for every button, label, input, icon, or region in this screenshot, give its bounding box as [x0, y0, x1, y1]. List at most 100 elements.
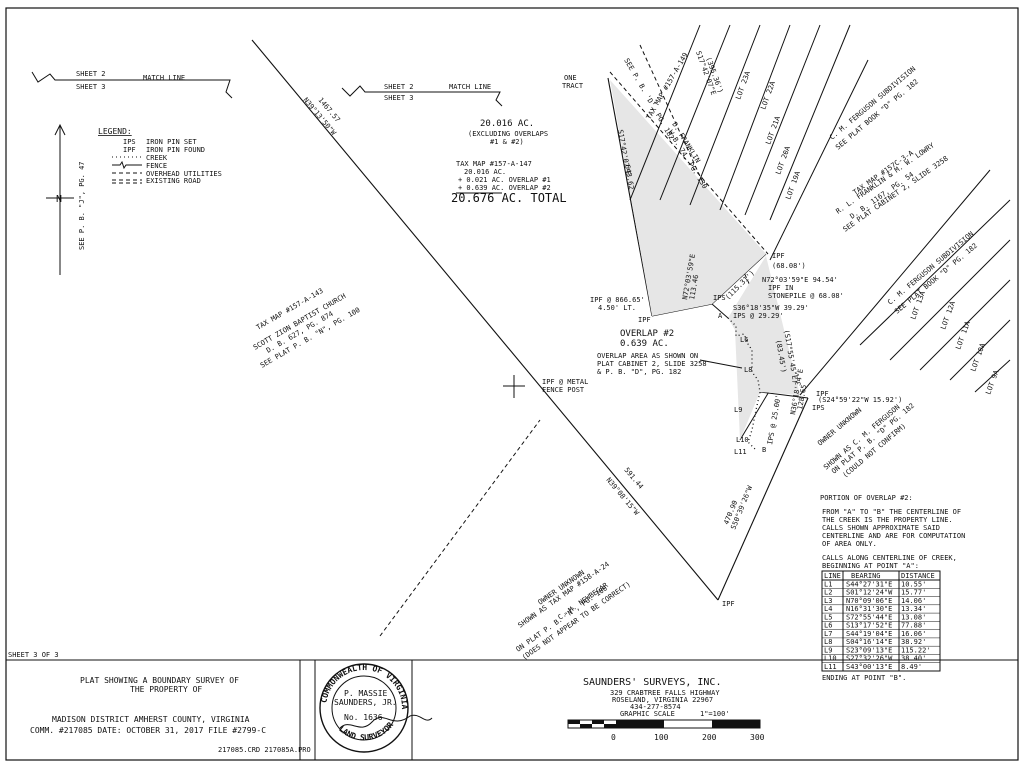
owner-unknown-2-note: (DOES NOT APPEAR TO BE CORRECT)	[521, 580, 633, 661]
overlap-note-3: & P. B. "D", PG. 182	[597, 368, 681, 376]
legend-desc-fence: FENCE	[146, 162, 167, 170]
svg-text:L8: L8	[744, 366, 752, 374]
legend-desc-creek: CREEK	[146, 154, 168, 162]
acreage-block: 20.016 AC. (EXCLUDING OVERLAPS #1 & #2) …	[451, 119, 567, 205]
match-line-label: MATCH LINE	[449, 83, 491, 91]
point-ipf-stone-2: STONEPILE @ 68.08'	[768, 292, 844, 300]
svg-text:L11: L11	[734, 448, 747, 456]
legend-desc-ips: IRON PIN SET	[146, 138, 197, 146]
acreage-line-1: 20.016 AC.	[464, 168, 506, 176]
match-line-left: SHEET 2 MATCH LINE SHEET 3	[31, 70, 233, 99]
point-ipf-866: IPF @ 866.65'	[590, 296, 645, 304]
overlap-note-1: OVERLAP AREA AS SHOWN ON	[597, 352, 698, 360]
svg-text:LAND SURVEYOR: LAND SURVEYOR	[337, 720, 395, 742]
scale-label: GRAPHIC SCALE	[620, 710, 675, 718]
bearing-s36: S36°18'35"W 39.29'	[733, 304, 809, 312]
graphic-scale: 0 100 200 300	[567, 719, 765, 742]
legend: LEGEND: IPS IRON PIN SET IPF IRON PIN FO…	[98, 127, 222, 185]
table-cell-line: L6	[824, 622, 832, 630]
table-cell-bearing: N70°09'06"E	[846, 597, 892, 605]
table-cell-bearing: N16°31'30"E	[846, 605, 892, 613]
one-tract: ONE	[564, 74, 577, 82]
company-name: SAUNDERS' SURVEYS, INC.	[583, 677, 721, 688]
plat-district: MADISON DISTRICT AMHERST COUNTY, VIRGINI…	[52, 715, 250, 724]
company-address-2: ROSELAND, VIRGINIA 22967	[612, 696, 713, 704]
company-address-1: 329 CRABTREE FALLS HIGHWAY	[610, 689, 720, 697]
acreage-line-3: + 0.639 AC. OVERLAP #2	[458, 184, 551, 192]
table-cell-distance: 8.49'	[901, 663, 922, 671]
table-cell-distance: 38.40'	[901, 655, 926, 663]
overlap-note-2: PLAT CABINET 2, SLIDE 3258	[597, 360, 707, 368]
ferguson-sub-top-ref: SEE PLAT BOOK "D" PG. 182	[834, 78, 920, 152]
creek-calls-title: CALLS ALONG CENTERLINE OF CREEK,	[822, 554, 957, 562]
seal-name-2: SAUNDERS, JR.	[334, 698, 397, 707]
point-ips-25: IPS @ 25.00'	[766, 394, 783, 445]
surveyor-seal: COMMONWEALTH OF VIRGINIA LAND SURVEYOR P…	[319, 663, 433, 753]
point-ipf-metal-2: FENCE POST	[542, 386, 585, 394]
table-header-bearing: BEARING	[851, 572, 881, 580]
table-cell-line: L11	[824, 663, 837, 671]
bearing-s24: (S24°59'22"W 15.92')	[818, 396, 902, 404]
adjoiner-line	[379, 419, 541, 637]
lot-label: LOT 12A	[939, 299, 957, 330]
title-block: SHEET 3 OF 3 PLAT SHOWING A BOUNDARY SUR…	[6, 651, 413, 760]
creek-note-line: FROM "A" TO "B" THE CENTERLINE OF	[822, 508, 961, 516]
match-line-center: SHEET 2 MATCH LINE SHEET 3	[341, 83, 503, 107]
lot-label: LOT 11A	[954, 319, 972, 350]
lot-label: LOT 22A	[759, 79, 777, 110]
table-cell-line: L8	[824, 638, 832, 646]
table-header-line: LINE	[824, 572, 841, 580]
point-ipf-3: IPF	[816, 390, 829, 398]
point-a: A	[718, 312, 723, 320]
table-cell-line: L7	[824, 630, 832, 638]
creek-note-line: OF AREA ONLY.	[822, 540, 877, 548]
creek-line-labels: L6 L8 L9 L10 L11	[734, 336, 752, 456]
scale-tick: 200	[702, 733, 717, 742]
point-ipf-bottom: IPF	[722, 600, 735, 608]
table-cell-distance: 10.55'	[901, 580, 926, 588]
company-block: SAUNDERS' SURVEYS, INC. 329 CRABTREE FAL…	[583, 677, 730, 718]
seal-name-1: P. MASSIE	[344, 689, 388, 698]
point-ips-29: IPS @ 29.29'	[733, 312, 784, 320]
table-cell-distance: 115.22'	[901, 646, 931, 654]
table-cell-bearing: S43°00'13"E	[846, 663, 892, 671]
acreage-total: 20.676 AC. TOTAL	[451, 191, 567, 205]
north-letter: N	[56, 194, 62, 205]
table-cell-line: L3	[824, 597, 832, 605]
ferguson-sub-low: C. M. FERGUSON SUBDIVISION	[886, 230, 975, 307]
creek-note-title: PORTION OF OVERLAP #2:	[820, 494, 913, 502]
lot-lines-upper	[629, 24, 869, 261]
lot-label: LOT 19A	[784, 169, 802, 200]
bearing-sw-dist: 591.44	[622, 466, 644, 491]
match-line-sheet2: SHEET 2	[76, 70, 106, 78]
plat-comm: COMM. #217085 DATE: OCTOBER 31, 2017 FIL…	[30, 726, 266, 735]
acreage-tax-map: TAX MAP #157-A-147	[456, 160, 532, 168]
creek-note: PORTION OF OVERLAP #2: FROM "A" TO "B" T…	[820, 494, 965, 570]
table-cell-bearing: S23°09'13"E	[846, 646, 892, 654]
ferguson-sub-top: C. M. FERGUSON SUBDIVISION	[828, 65, 917, 142]
creek-note-line: CENTERLINE AND ARE FOR COMPUTATION	[822, 532, 965, 540]
table-cell-distance: 77.88'	[901, 622, 926, 630]
table-cell-bearing: S44°19'04"E	[846, 630, 892, 638]
one-tract-2: TRACT	[562, 82, 584, 90]
table-cell-line: L5	[824, 613, 832, 621]
bearing-labels: N39°13'50"W 1467.57 N39°08'15"W 591.44 S…	[301, 50, 902, 531]
point-b: B	[762, 446, 766, 454]
point-ips-3: IPS	[812, 404, 825, 412]
lot-label: LOT 9A	[984, 368, 1000, 395]
match-line-sheet3: SHEET 3	[76, 83, 106, 91]
legend-desc-road: EXISTING ROAD	[146, 177, 201, 185]
creek-calls-title-2: BEGINNING AT POINT "A":	[822, 562, 919, 570]
table-cell-bearing: S01°12'24"W	[846, 589, 893, 597]
table-cell-distance: 13.08'	[901, 613, 926, 621]
lot-label: LOT 10A	[969, 341, 987, 372]
table-cell-line: L1	[824, 580, 832, 588]
creek-ending: ENDING AT POINT "B".	[822, 674, 906, 682]
point-ipf-note: (68.08')	[772, 262, 806, 270]
table-cell-distance: 13.34'	[901, 605, 926, 613]
scale-tick: 0	[611, 733, 616, 742]
company-phone: 434-277-8574	[630, 703, 681, 711]
legend-title: LEGEND:	[98, 127, 132, 136]
